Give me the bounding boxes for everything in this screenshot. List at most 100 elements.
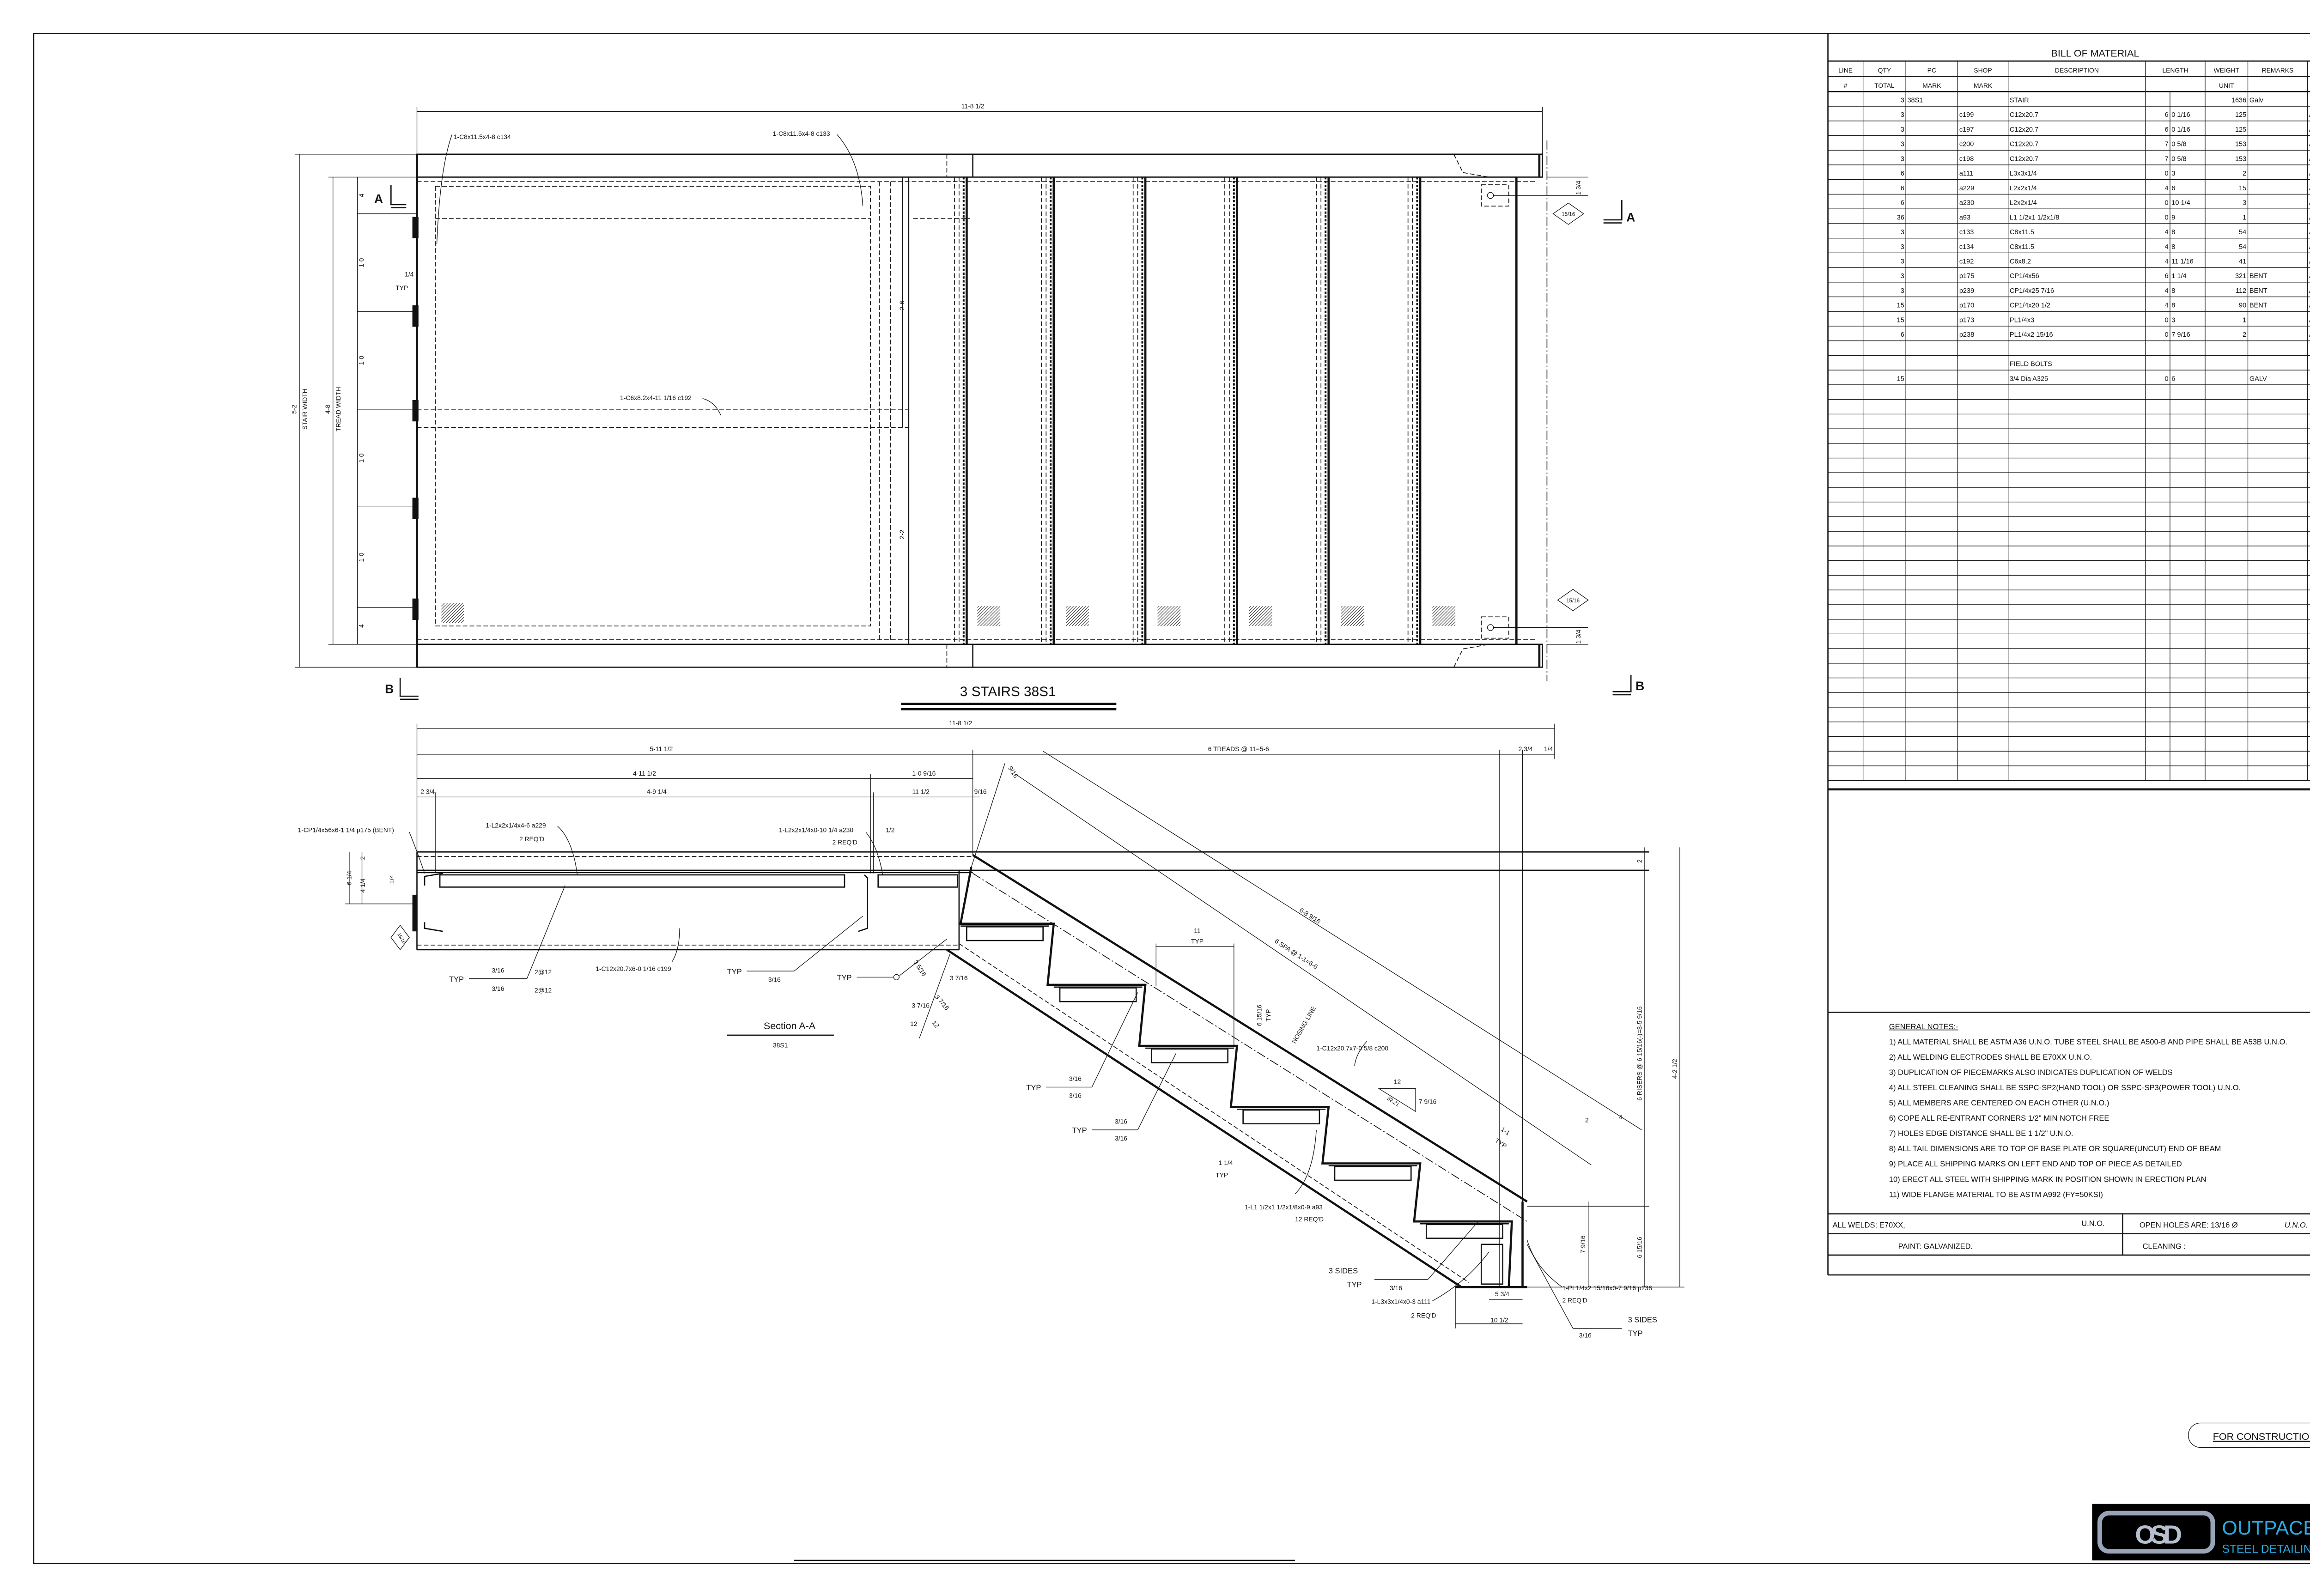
bom-cell-desc: C12x20.7 — [2010, 111, 2038, 119]
label-a93-reqd: 12 REQ'D — [1295, 1215, 1324, 1223]
weld-typ: TYP — [1026, 1083, 1041, 1092]
dim-6-1-4: 6 1/4 — [345, 871, 353, 885]
bom-cell-desc: L3x3x1/4 — [2010, 170, 2037, 177]
section-marker-b-left[interactable]: B — [385, 678, 419, 700]
bom-cell-grade: A36 — [2309, 126, 2310, 134]
notes-title: GENERAL NOTES:- — [1889, 1022, 1958, 1031]
bom-cell-grade: A36 — [2309, 214, 2310, 221]
label-c133: 1-C8x11.5x4-8 c133 — [773, 130, 830, 137]
paint: PAINT: GALVANIZED. — [1898, 1242, 1973, 1251]
bom-cell-in: 9 — [2171, 214, 2175, 221]
section-marker-a-left[interactable]: A — [374, 184, 407, 208]
sec-dim-4-11: 4-11 1/2 — [633, 770, 656, 777]
bom-cell-grade: A36 — [2309, 316, 2310, 324]
bom-cell-ft: 7 — [2165, 155, 2169, 163]
bom-cell-desc: C8x11.5 — [2010, 243, 2034, 251]
label-a111: 1-L3x3x1/4x0-3 a111 — [1371, 1298, 1431, 1305]
tread-angle — [966, 926, 1044, 941]
bom-cell-qty: 3 — [1901, 273, 1904, 280]
bom-cell-ft: 6 — [2165, 126, 2169, 134]
dim-4-1-4: 4 1/4 — [359, 878, 366, 892]
bom-cell-shop: c192 — [1959, 258, 1974, 265]
bom-cell-remarks: BENT — [2249, 273, 2267, 280]
tread-width-label: TREAD WIDTH — [334, 387, 342, 431]
sec-dim-treads: 6 TREADS @ 11=5-6 — [1208, 745, 1269, 752]
weld-symbol-3-sides: 3/16 3 SIDES TYP — [1526, 1244, 1657, 1339]
spacing-dim: 1-0 — [358, 356, 365, 365]
bom-cell-desc: L2x2x1/4 — [2010, 200, 2037, 207]
bom-cell-ft: 7 — [2165, 141, 2169, 148]
general-note: 7) HOLES EDGE DISTANCE SHALL BE 1 1/2" U… — [1889, 1129, 2073, 1138]
stair-width-dim: 5-2 — [290, 405, 298, 414]
weld-typ: TYP — [1628, 1329, 1643, 1338]
weld-symbol-3-sides: 3 SIDES TYP 3/16 — [1329, 1221, 1479, 1292]
general-note: 2) ALL WELDING ELECTRODES SHALL BE E70XX… — [1889, 1053, 2092, 1062]
sec-dim-1-0-9: 1-0 9/16 — [912, 770, 936, 777]
label-a111-reqd: 2 REQ'D — [1411, 1311, 1436, 1319]
dim-5-3-4: 5 3/4 — [1495, 1290, 1509, 1298]
rise-typ-dim: 6 15/16 — [1255, 1005, 1263, 1026]
section-subtitle: 38S1 — [773, 1041, 788, 1049]
bom-cell-grade: A36 — [2309, 302, 2310, 309]
weld-symbol: TYP 3/16 3/16 — [1026, 992, 1138, 1099]
bom-header: LENGTH — [2162, 67, 2188, 74]
bom-cell-qty: 15 — [1897, 375, 1904, 382]
open-holes: OPEN HOLES ARE: 13/16 Ø — [2140, 1220, 2238, 1229]
bom-cell-ft: 4 — [2165, 258, 2169, 265]
label-c199: 1-C12x20.7x6-0 1/16 c199 — [596, 965, 671, 972]
section-b-letter: B — [1635, 679, 1644, 693]
section-marker-a-right[interactable]: A — [1603, 200, 1635, 224]
general-note: 10) ERECT ALL STEEL WITH SHIPPING MARK I… — [1889, 1175, 2207, 1183]
sec-dim-overall: 11-8 1/2 — [949, 719, 972, 727]
general-notes: 1) ALL MATERIAL SHALL BE ASTM A36 U.N.O.… — [1889, 1038, 2287, 1199]
bom-cell-in: 8 — [2171, 229, 2175, 236]
bom-cell-in: 0 1/16 — [2171, 126, 2190, 134]
bom-title: BILL OF MATERIAL — [2051, 48, 2140, 59]
bom-cell-shop: p239 — [1959, 287, 1974, 295]
bom-cell-qty: 3 — [1901, 141, 1904, 148]
bom-cell-shop: c200 — [1959, 141, 1974, 148]
bom-cell-shop: a230 — [1959, 200, 1974, 207]
weld-pitch: 2@12 — [535, 986, 552, 994]
risers-dim: 6 RISERS @ 6 15/16(-)=3-5 9/16 — [1635, 1006, 1643, 1100]
bom-cell-qty: 3 — [1901, 243, 1904, 251]
section-a-letter: A — [1626, 210, 1635, 224]
bom-cell-in: 0 5/8 — [2171, 155, 2186, 163]
bom-cell-shop: a111 — [1959, 170, 1973, 177]
spacing-dim: 4 — [358, 194, 365, 197]
bom-cell-ft: 6 — [2165, 111, 2169, 119]
dim-2-small: 2 — [1585, 1116, 1589, 1123]
stair-steps — [959, 867, 1513, 1287]
section-marker-b-right[interactable]: B — [1612, 674, 1645, 696]
bom-cell-qty: 15 — [1897, 316, 1904, 324]
bom-cell-weight: 3 — [2243, 200, 2246, 207]
bom-cell-desc: C8x11.5 — [2010, 229, 2034, 236]
bom-cell-remarks: GALV — [2249, 375, 2267, 382]
bom-cell-grade: A36 — [2309, 258, 2310, 265]
weld-pitch: 2@12 — [535, 968, 552, 976]
dim-2-2: 2-2 — [898, 530, 906, 539]
bom-cell-in: 8 — [2171, 287, 2175, 295]
spacing-dim: 4 — [358, 624, 365, 628]
slope-rise: 7 9/16 — [1419, 1098, 1437, 1105]
company-logo: OSD OUTPACE STEEL DETAILING — [2092, 1504, 2310, 1560]
bom-cell-qty: 36 — [1897, 214, 1904, 221]
weld-symbol: TYP 3/16 3/16 — [1072, 1053, 1176, 1142]
bom-cell-in: 3 — [2171, 316, 2175, 324]
bom-cell-weight: 1636 — [2231, 97, 2246, 104]
bom-cell-grade: A36 — [2309, 243, 2310, 251]
weld-size: 1/4 — [405, 270, 414, 278]
logo-subtitle: STEEL DETAILING — [2222, 1543, 2310, 1555]
label-p175: 1-CP1/4x56x6-1 1/4 p175 (BENT) — [298, 826, 394, 833]
bom-cell-ft: 4 — [2165, 287, 2169, 295]
bom-cell-qty: 3 — [1901, 258, 1904, 265]
bom-cell-ft: 0 — [2165, 375, 2169, 382]
rise-dim: 6 15/16 — [1635, 1237, 1643, 1258]
dim-3-7-16: 3 7/16 — [912, 1001, 930, 1009]
